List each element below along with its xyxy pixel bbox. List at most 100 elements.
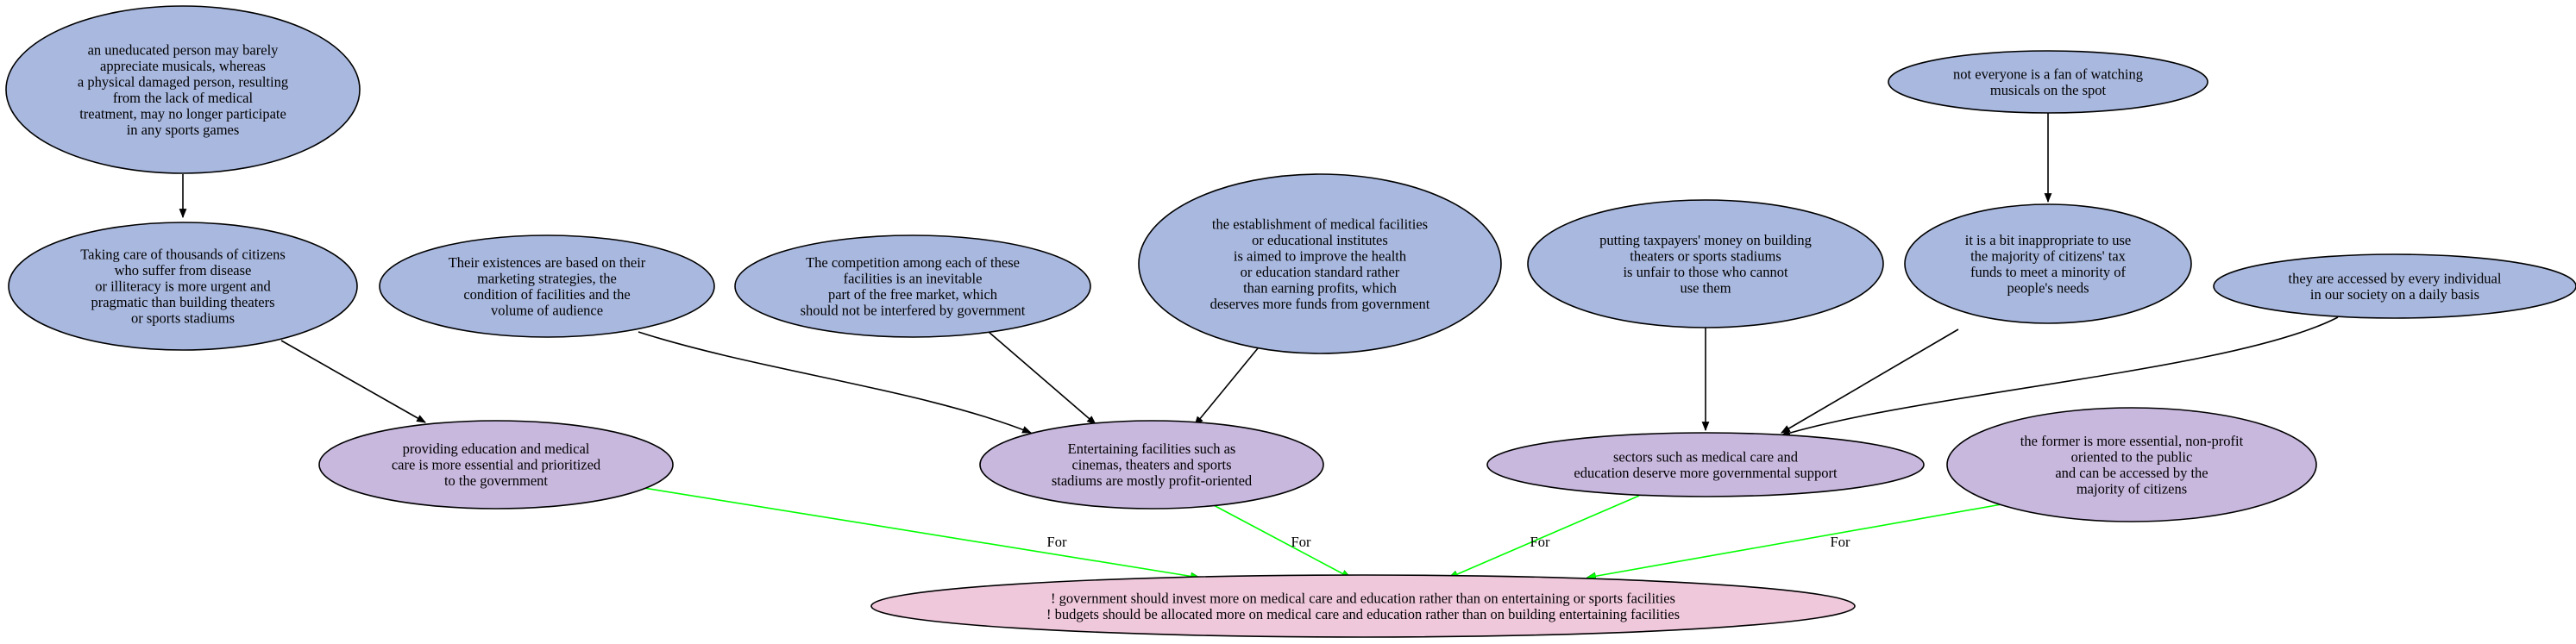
- claim-ellipse: [1486, 432, 1925, 497]
- node-text-line: or educational institutes: [1252, 232, 1388, 248]
- node-text-line: is aimed to improve the health: [1234, 247, 1407, 264]
- node-text-line: in any sports games: [127, 122, 240, 138]
- premise-node-n4: Their existences are based on theirmarke…: [379, 234, 715, 338]
- edge-n5-to-n11: [988, 331, 1096, 425]
- node-text-line: deserves more funds from government: [1210, 296, 1430, 312]
- node-text-line: appreciate musicals, whereas: [100, 58, 266, 74]
- node-text-line: ! government should invest more on medic…: [1051, 590, 1675, 606]
- node-text-line: they are accessed by every individual: [2289, 270, 2502, 286]
- premise-ellipse: [2213, 253, 2576, 319]
- nodes-layer: an uneducated person may barelyappreciat…: [5, 5, 2576, 638]
- node-text-line: people's needs: [2007, 279, 2089, 296]
- node-text-line: treatment, may no longer participate: [79, 105, 286, 122]
- edge-label: For: [1530, 534, 1550, 550]
- node-text-line: than earning profits, which: [1243, 279, 1398, 296]
- node-text-line: or illiteracy is more urgent and: [95, 278, 271, 295]
- edge-label: For: [1047, 534, 1067, 550]
- node-text-line: not everyone is a fan of watching: [1953, 66, 2143, 82]
- edge-n12-to-n14: For: [1449, 495, 1640, 578]
- node-text-line: stadiums are mostly profit-oriented: [1052, 472, 1253, 489]
- node-text-line: pragmatic than building theaters: [91, 294, 274, 310]
- node-text-line: ! budgets should be allocated more on me…: [1046, 606, 1680, 622]
- node-text-line: marketing strategies, the: [477, 270, 617, 286]
- edge-line: [638, 486, 1199, 578]
- node-text-line: Taking care of thousands of citizens: [80, 247, 286, 263]
- claim-node-n11: Entertaining facilities such ascinemas, …: [979, 420, 1324, 510]
- edges-layer: For For For For: [179, 113, 2339, 578]
- edge-n13-to-n14: For: [1587, 503, 2002, 578]
- edge-line: [1587, 503, 2002, 578]
- premise-ellipse: [1888, 50, 2208, 114]
- edge-line: [1780, 316, 2339, 437]
- premise-ellipse: [1138, 173, 1502, 354]
- node-text-line: the establishment of medical facilities: [1212, 216, 1428, 232]
- node-text-line: to the government: [444, 472, 548, 489]
- premise-ellipse: [734, 234, 1091, 338]
- node-text-line: and can be accessed by the: [2055, 465, 2208, 481]
- node-text-line: musicals on the spot: [1990, 82, 2107, 98]
- node-text-line: the former is more essential, non-profit: [2020, 433, 2244, 449]
- premise-node-n7: putting taxpayers' money on buildingthea…: [1527, 199, 1884, 328]
- node-text-line: who suffer from disease: [115, 262, 252, 278]
- node-text-line: majority of citizens: [2077, 480, 2187, 497]
- edge-line: [280, 340, 426, 423]
- node-text-line: use them: [1680, 279, 1731, 296]
- claim-ellipse: [979, 420, 1324, 510]
- node-text-line: care is more essential and prioritized: [392, 457, 601, 473]
- edge-n11-to-n14: For: [1211, 503, 1350, 578]
- premise-node-n5: The competition among each of thesefacil…: [734, 234, 1091, 338]
- node-text-line: cinemas, theaters and sports: [1071, 457, 1231, 473]
- premise-node-n9: they are accessed by every individualin …: [2213, 253, 2576, 319]
- node-text-line: funds to meet a minority of: [1970, 264, 2127, 280]
- premise-ellipse: [5, 5, 361, 174]
- node-text-line: Entertaining facilities such as: [1068, 441, 1236, 457]
- premise-node-n1: an uneducated person may barelyappreciat…: [5, 5, 361, 174]
- edge-n6-to-n11: [1194, 347, 1259, 426]
- node-text-line: or education standard rather: [1241, 264, 1400, 280]
- claim-node-n13: the former is more essential, non-profit…: [1946, 407, 2317, 522]
- edge-label: For: [1291, 534, 1311, 550]
- node-text-line: from the lack of medical: [113, 90, 254, 106]
- conclusion-ellipse: [870, 574, 1856, 638]
- edge-line: [1449, 495, 1640, 578]
- node-text-line: education deserve more governmental supp…: [1574, 465, 1838, 481]
- claim-node-n12: sectors such as medical care andeducatio…: [1486, 432, 1925, 497]
- node-text-line: theaters or sports stadiums: [1630, 247, 1781, 264]
- node-text-line: sectors such as medical care and: [1613, 448, 1799, 465]
- edge-line: [1194, 347, 1259, 426]
- node-text-line: the majority of citizens' tax: [1970, 247, 2127, 264]
- edge-n10-to-n14: For: [638, 486, 1199, 578]
- node-text-line: facilities is an inevitable: [844, 270, 983, 286]
- node-text-line: should not be interfered by government: [801, 302, 1026, 318]
- node-text-line: putting taxpayers' money on building: [1599, 232, 1812, 248]
- premise-ellipse: [8, 222, 358, 351]
- premise-node-n3: Taking care of thousands of citizenswho …: [8, 222, 358, 351]
- node-text-line: part of the free market, which: [828, 286, 998, 303]
- node-text-line: it is a bit inappropriate to use: [1965, 232, 2131, 248]
- edge-n4-to-n11: [638, 331, 1033, 434]
- node-text-line: volume of audience: [491, 302, 603, 318]
- premise-node-n6: the establishment of medical facilitieso…: [1138, 173, 1502, 354]
- node-text-line: oriented to the public: [2071, 448, 2193, 465]
- edge-line: [1781, 328, 1959, 434]
- edge-label: For: [1831, 534, 1850, 550]
- node-text-line: The competition among each of these: [806, 254, 1020, 271]
- node-text-line: a physical damaged person, resulting: [78, 73, 288, 90]
- premise-ellipse: [1527, 199, 1884, 328]
- conclusion-node-n14: ! government should invest more on medic…: [870, 574, 1856, 638]
- edge-line: [988, 331, 1096, 425]
- claim-ellipse: [1946, 407, 2317, 522]
- edge-line: [638, 331, 1033, 434]
- premise-ellipse: [1904, 203, 2192, 324]
- edge-n8-to-n12: [1781, 328, 1959, 434]
- node-text-line: is unfair to those who cannot: [1623, 264, 1788, 280]
- node-text-line: providing education and medical: [403, 441, 590, 457]
- premise-ellipse: [379, 234, 715, 338]
- claim-ellipse: [318, 420, 674, 510]
- node-text-line: Their existences are based on their: [449, 254, 646, 271]
- node-text-line: in our society on a daily basis: [2310, 286, 2479, 303]
